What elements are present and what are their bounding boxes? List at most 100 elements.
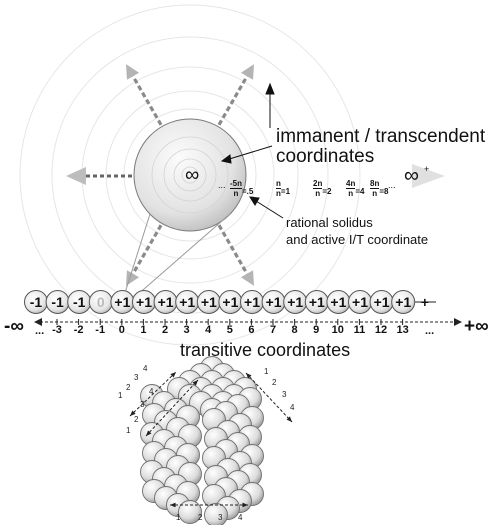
cube-bottom-edge-label: 1 [176,513,181,522]
ray-arrowhead [240,64,254,80]
fraction-numerator: 2n [313,179,323,189]
horizontal-axis [66,164,445,188]
tick-label: -1 [95,324,105,336]
fraction-value: =4 [355,187,365,196]
cube-lower-left-edge-label: 1 [118,391,123,400]
tick-label: 6 [248,324,254,336]
chain-trailing-plus: + [421,294,429,310]
tick-label: 11 [354,324,366,336]
unit-label: +1 [330,294,346,310]
unit-label: +1 [179,294,195,310]
cube-sphere [178,500,202,524]
cube-left-edge-label: 1 [126,426,131,435]
cube-lower-left-edge-label: 3 [134,373,139,382]
unit-label: +1 [309,294,325,310]
tick-label: 4 [205,324,212,336]
callout-lines [220,82,284,219]
ray-arrowhead [126,270,140,286]
cube-left-edge-label: 2 [134,415,139,424]
rational-label-line1: rational solidus [286,215,373,230]
tick-label: 5 [227,324,233,336]
unit-sphere [391,290,416,314]
unit-label: +1 [352,294,368,310]
cube-right-edge-line [245,372,293,423]
unit-label: +1 [287,294,303,310]
cube-left-edge-line [145,379,199,437]
cube-bottom-edge-line-arrowhead [170,502,176,508]
ray-dash [130,224,163,277]
fraction-denominator: n [348,189,354,198]
axis-dots-left: ... [218,180,226,190]
cube-bottom-edge-label: 3 [218,513,223,522]
cube-lower-left-edge-label: 4 [143,364,148,373]
unit-label: +1 [266,294,282,310]
fraction-denominator: n [233,189,239,198]
tick-label: 3 [184,324,190,336]
cube-outer-edge-line [129,371,177,417]
cube-right-edge-label: 1 [264,367,269,376]
axis-infinity-right: ∞ [404,164,419,187]
tick-label: 9 [313,324,319,336]
tick-label: 0 [119,324,125,336]
cube-outer-edge-line-arrowhead [130,410,136,416]
unit-label: +1 [244,294,260,310]
right-infinity: +∞ [464,316,489,337]
cube-left-edge-line-arrowhead [146,430,152,436]
number-line-right-arrowhead [454,318,462,326]
fraction-numerator: -5n [230,179,242,189]
ray-dash [217,224,250,277]
number-line-left-arrowhead [34,318,42,326]
unit-label: +1 [201,294,217,310]
tick-label: 12 [375,324,387,336]
axis-left-arrowhead [66,167,86,185]
cube-lower-left-edge-label: 2 [126,383,131,392]
cube-left-edge-label: 4 [149,387,154,396]
tick-label: 13 [396,324,408,336]
sphere-cube [140,356,264,525]
unit-label: +1 [158,294,174,310]
ray-arrowhead [126,64,140,80]
cube-right-edge-label: 4 [290,403,295,412]
unit-label: +1 [222,294,238,310]
cube-bottom-edge-line-arrowhead [242,502,248,508]
fraction-value: =8 [379,187,389,196]
cube-right-edge-line-arrowhead [286,416,292,422]
left-infinity: -∞ [4,316,24,337]
cube-right-edge-label: 2 [272,378,277,387]
unit-label: -1 [30,294,43,310]
fraction-denominator: n [372,189,378,198]
right-dots: ... [425,325,434,337]
fraction-value: =1 [280,187,291,196]
cube-left-edge-line-arrowhead [192,380,198,386]
fraction-numerator: n [276,179,281,189]
cube-bottom-edge-label: 4 [238,513,243,522]
rational-label-line2: and active I/T coordinate [286,232,429,247]
unit-label: +1 [136,294,152,310]
axis-right-arrowhead [412,164,445,188]
tick-label: 8 [292,324,298,336]
unit-label: +1 [114,294,130,310]
unit-label: -1 [73,294,86,310]
ray-arrowhead [240,270,254,286]
axis-dots-right: ... [388,180,396,190]
unit-label: 0 [97,294,105,310]
unit-label: -1 [51,294,64,310]
left-dots: ... [35,325,44,337]
cube-sphere [204,503,228,525]
tick-label: 10 [332,324,344,336]
ray-dash [130,73,163,126]
immanent-label-line1: immanent / transcendent [276,126,486,147]
immanent-label-line2: coordinates [276,146,375,167]
fraction-value: =2 [322,187,332,196]
tick-label: 2 [162,324,168,336]
cube-right-edge-label: 3 [282,390,287,399]
tick-label: 7 [270,324,276,336]
cube-outer-edge-line-arrowhead [170,372,176,378]
fraction-value: =.5 [242,187,254,196]
